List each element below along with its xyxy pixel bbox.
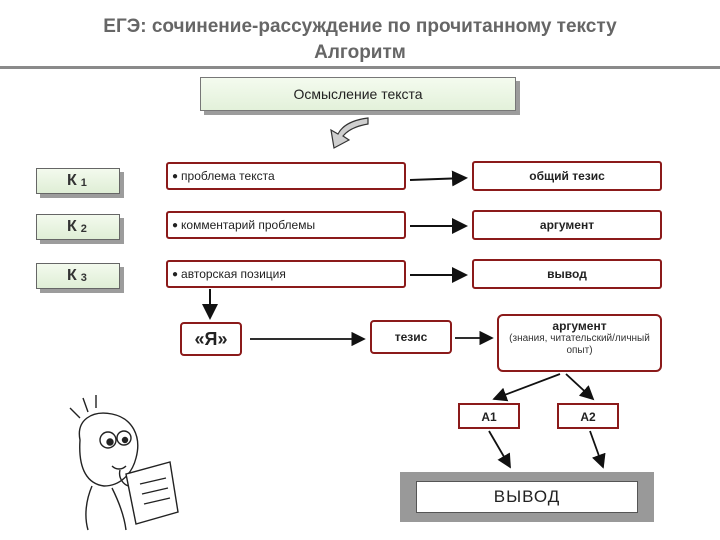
argument-label: аргумент (552, 319, 607, 333)
criterion-k2-number: 2 (80, 223, 87, 235)
item-box-2: ●комментарий проблемы (166, 211, 406, 239)
criterion-k1-number: 1 (80, 177, 87, 189)
bullet-icon: ● (172, 219, 179, 231)
page-subtitle: Алгоритм (314, 42, 406, 63)
conclusion-label: ВЫВОД (493, 487, 561, 506)
curved-down-arrow-icon (330, 117, 369, 149)
argument-box: аргумент (знания, читательский/личный оп… (497, 314, 662, 372)
page-title: ЕГЭ: сочинение-рассуждение по прочитанно… (103, 16, 617, 37)
argument-note: (знания, читательский/личный опыт) (509, 333, 650, 356)
ya-box: «Я» (180, 322, 242, 356)
conclusion-frame: ВЫВОД (400, 472, 654, 522)
tezis-label: тезис (394, 330, 428, 344)
cartoon-thinker-icon (69, 395, 179, 531)
result-box-3: вывод (472, 259, 662, 289)
item-label-2: комментарий проблемы (181, 218, 316, 232)
criterion-k3-number: 3 (80, 272, 87, 284)
result-box-2: аргумент (472, 210, 662, 240)
tezis-box: тезис (370, 320, 452, 354)
intro-box: Осмысление текста (200, 77, 516, 111)
a1-label: А1 (481, 410, 497, 424)
result-label-3: вывод (547, 267, 587, 281)
criterion-k2-letter: К (67, 218, 77, 235)
bullet-icon: ● (172, 170, 179, 182)
result-label-2: аргумент (539, 218, 595, 232)
arrow-a1-conclusion (488, 430, 511, 469)
criterion-k1-letter: К (67, 172, 77, 189)
arrow-a2-conclusion (589, 430, 606, 469)
intro-label: Осмысление текста (293, 86, 423, 102)
item-box-3: ●авторская позиция (166, 260, 406, 288)
a2-box: А2 (557, 403, 619, 429)
item-label-1: проблема текста (181, 169, 275, 183)
result-box-1: общий тезис (472, 161, 662, 191)
header-divider (0, 66, 720, 69)
ya-label: «Я» (194, 328, 228, 349)
criterion-k3-letter: К (67, 267, 77, 284)
item-label-3: авторская позиция (181, 267, 286, 281)
arrow-argument-a2 (565, 373, 595, 401)
arrow-argument-a1 (492, 373, 561, 402)
conclusion-box: ВЫВОД (416, 481, 638, 513)
result-label-1: общий тезис (529, 169, 605, 183)
item-box-1: ●проблема текста (166, 162, 406, 190)
arrow-row-1 (409, 170, 468, 187)
a1-box: А1 (458, 403, 520, 429)
bullet-icon: ● (172, 268, 179, 280)
a2-label: А2 (580, 410, 596, 424)
